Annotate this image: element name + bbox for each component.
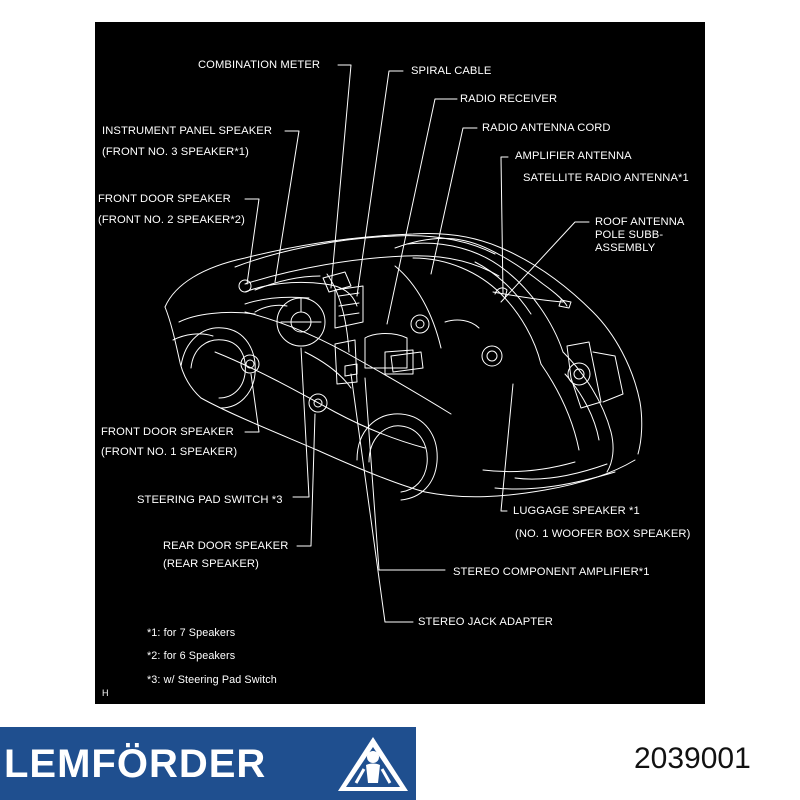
label-front-door-speaker-upper: FRONT DOOR SPEAKER (98, 193, 231, 205)
label-roof-antenna-line2: POLE SUBB- (595, 229, 664, 241)
label-roof-antenna-line1: ROOF ANTENNA (595, 216, 685, 228)
label-combination-meter: COMBINATION METER (198, 59, 321, 71)
label-spiral-cable: SPIRAL CABLE (411, 65, 492, 77)
label-front-door-speaker-lower: FRONT DOOR SPEAKER (101, 426, 234, 438)
label-radio-receiver: RADIO RECEIVER (460, 93, 558, 105)
footnote-3: *3: w/ Steering Pad Switch (147, 674, 277, 686)
label-rear-door-speaker-sub: (REAR SPEAKER) (163, 558, 259, 570)
label-stereo-jack-adapter: STEREO JACK ADAPTER (418, 616, 553, 628)
lemforder-logo-icon (338, 737, 408, 791)
label-roof-antenna-line3: ASSEMBLY (595, 242, 656, 254)
speaker-system-diagram: COMBINATION METER SPIRAL CABLE RADIO REC… (95, 22, 705, 704)
part-number: 2039001 (634, 742, 751, 775)
label-front-door-speaker-upper-sub: (FRONT NO. 2 SPEAKER*2) (98, 214, 245, 226)
label-front-door-speaker-lower-sub: (FRONT NO. 1 SPEAKER) (101, 446, 238, 458)
corner-mark: H (102, 688, 109, 698)
car-body (164, 233, 643, 501)
label-luggage-speaker: LUGGAGE SPEAKER *1 (513, 505, 640, 517)
leader-lines (244, 64, 590, 623)
footnote-2: *2: for 6 Speakers (147, 650, 236, 662)
label-instrument-panel-speaker: INSTRUMENT PANEL SPEAKER (102, 125, 273, 137)
label-amplifier-antenna: AMPLIFIER ANTENNA (515, 150, 632, 162)
label-rear-door-speaker: REAR DOOR SPEAKER (163, 540, 289, 552)
footnote-1: *1: for 7 Speakers (147, 627, 236, 639)
label-satellite-radio-antenna: SATELLITE RADIO ANTENNA*1 (523, 172, 689, 184)
label-steering-pad-switch: STEERING PAD SWITCH *3 (137, 494, 283, 506)
label-luggage-speaker-sub: (NO. 1 WOOFER BOX SPEAKER) (515, 528, 691, 540)
brand-name: LEMFÖRDER (4, 742, 267, 786)
label-radio-antenna-cord: RADIO ANTENNA CORD (482, 122, 611, 134)
car-line-drawing (164, 64, 643, 623)
label-stereo-component-amplifier: STEREO COMPONENT AMPLIFIER*1 (453, 566, 650, 578)
brand-bar: LEMFÖRDER (0, 727, 416, 800)
label-instrument-panel-speaker-sub: (FRONT NO. 3 SPEAKER*1) (102, 146, 249, 158)
